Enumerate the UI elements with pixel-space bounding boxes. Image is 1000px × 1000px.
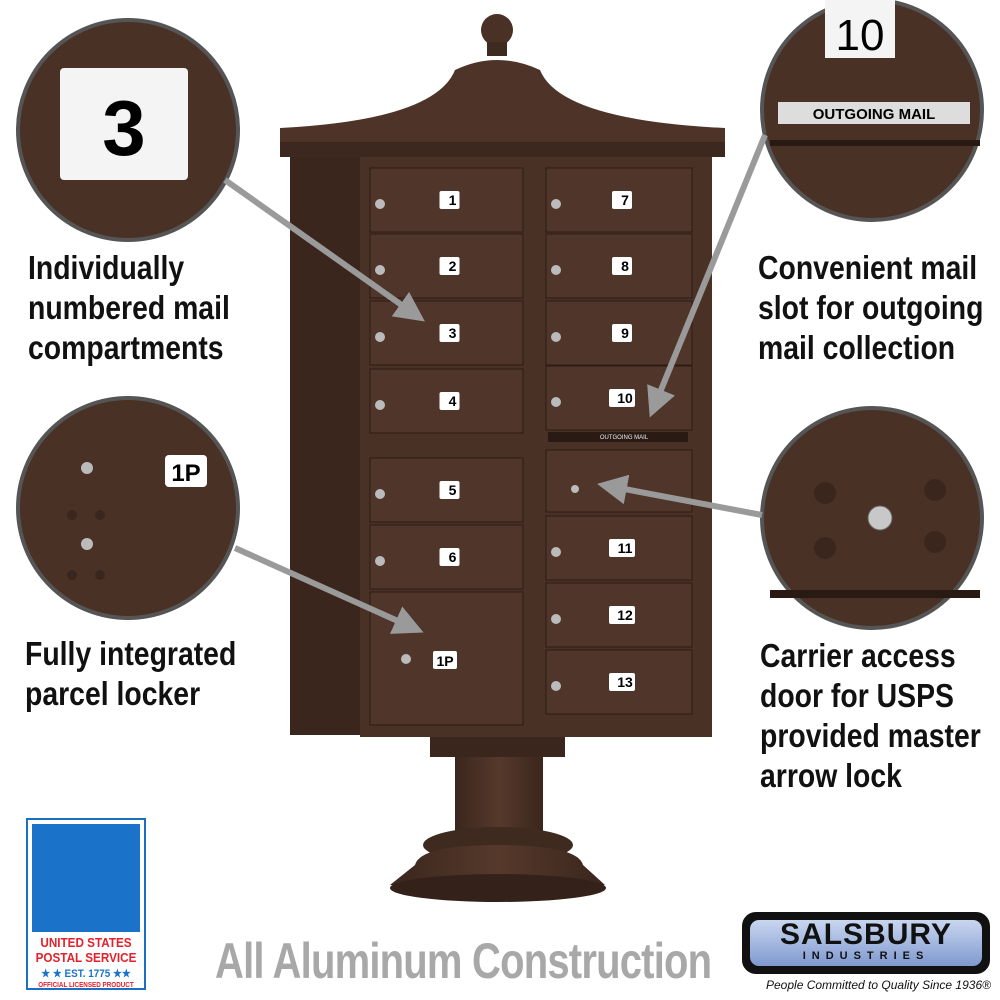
carrier-access-door[interactable]	[545, 449, 693, 513]
door-number: 5	[449, 482, 457, 498]
mail-compartment-door[interactable]: 10	[545, 365, 693, 431]
door-number: 13	[617, 674, 633, 690]
usps-licensed: OFFICIAL LICENSED PRODUCT	[38, 982, 134, 989]
mail-compartment-door[interactable]: 11	[545, 515, 693, 581]
lock-icon	[551, 332, 561, 342]
door-number: 10	[617, 390, 633, 406]
lock-icon	[551, 199, 561, 209]
lock-icon	[375, 400, 385, 410]
door-number: 9	[621, 325, 629, 341]
door-number: 12	[617, 607, 633, 623]
outgoing-slot-label: OUTGOING MAIL	[600, 435, 649, 441]
door-number: 7	[621, 192, 629, 208]
mail-compartment-door[interactable]: 8	[545, 233, 693, 299]
svg-text:10: 10	[836, 11, 885, 60]
outgoing-slot[interactable]	[548, 432, 688, 442]
door-number: 2	[449, 258, 457, 274]
mail-compartment-door[interactable]: 6	[369, 524, 524, 590]
salsbury-sub: INDUSTRIES	[802, 950, 930, 962]
svg-text:1P: 1P	[171, 460, 200, 487]
zoom-circle-outgoing: 10 OUTGOING MAIL	[760, 0, 984, 222]
mail-compartment-door[interactable]: 9	[545, 300, 693, 366]
lock-icon	[375, 265, 385, 275]
lock-icon	[551, 265, 561, 275]
eagle-icon	[32, 824, 140, 932]
door-number: 6	[449, 549, 457, 565]
mail-compartment-door[interactable]: 12	[545, 582, 693, 648]
lock-icon	[551, 547, 561, 557]
zoom-circle-number: 3	[16, 18, 240, 242]
headline: All Aluminum Construction	[215, 933, 712, 989]
mail-compartment-door[interactable]: 4	[369, 368, 524, 434]
right-doors: 7 8 9 10 11 12 13	[545, 167, 693, 715]
callout-arrows	[223, 133, 768, 634]
mail-compartment-door[interactable]: 13	[545, 649, 693, 715]
salsbury-logo: SALSBURY INDUSTRIES	[742, 912, 990, 974]
zoom-circle-parcel: 1P	[16, 396, 240, 620]
parcel-door-number: 1P	[436, 653, 453, 669]
pedestal	[390, 737, 606, 902]
door-number: 3	[449, 325, 457, 341]
zoom-circle-carrier	[760, 406, 984, 630]
parcel-locker-door[interactable]: 1P	[369, 591, 524, 726]
door-number: 8	[621, 258, 629, 274]
usps-est: ★ ★ EST. 1775 ★★	[41, 968, 131, 980]
mail-compartment-door[interactable]: 2	[369, 233, 524, 299]
mail-compartment-door[interactable]: 5	[369, 457, 524, 523]
lock-icon	[375, 489, 385, 499]
door-number: 4	[449, 393, 457, 409]
lock-icon	[551, 614, 561, 624]
usps-line1: UNITED STATES	[40, 935, 132, 950]
lock-icon	[375, 556, 385, 566]
salsbury-name: SALSBURY	[780, 918, 952, 951]
mail-compartment-door[interactable]: 7	[545, 167, 693, 233]
mail-compartment-door[interactable]: 3	[369, 300, 524, 366]
door-number: 11	[618, 540, 633, 556]
salsbury-tagline: People Committed to Quality Since 1936®	[766, 978, 991, 992]
cabinet-side	[290, 157, 360, 735]
door-number: 1	[449, 192, 457, 208]
roof	[280, 14, 725, 157]
left-doors: 1 2 3 4 5 6	[369, 167, 524, 590]
svg-text:3: 3	[102, 84, 145, 172]
lock-icon	[551, 681, 561, 691]
usps-logo: UNITED STATES POSTAL SERVICE ★ ★ EST. 17…	[26, 818, 146, 990]
lock-icon	[551, 397, 561, 407]
mail-compartment-door[interactable]: 1	[369, 167, 524, 233]
usps-line2: POSTAL SERVICE	[35, 950, 137, 965]
lock-icon	[375, 332, 385, 342]
svg-text:OUTGOING MAIL: OUTGOING MAIL	[813, 106, 936, 123]
lock-icon	[375, 199, 385, 209]
